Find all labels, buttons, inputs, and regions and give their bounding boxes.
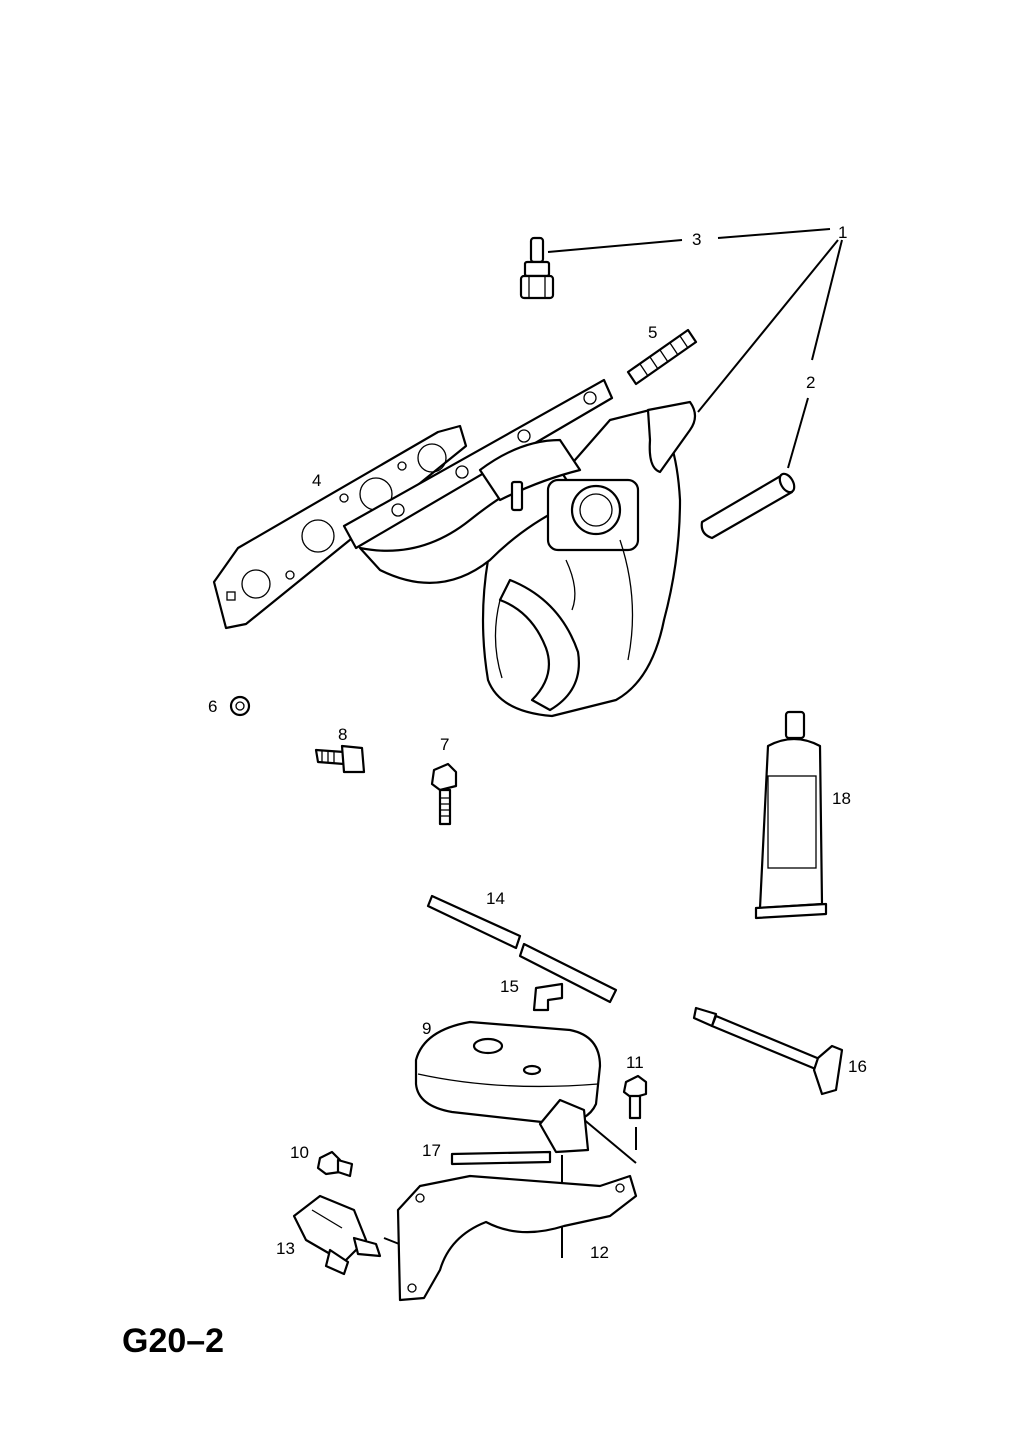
callout-9: 9 — [422, 1019, 431, 1038]
part-13-valve — [292, 1194, 382, 1276]
callout-5: 5 — [648, 323, 657, 342]
part-6-nut — [229, 695, 251, 717]
callout-labels: 1 2 3 4 5 6 7 8 9 10 11 12 13 14 15 16 1… — [208, 223, 867, 1262]
part-3-sensor — [519, 236, 555, 300]
callout-7: 7 — [440, 735, 449, 754]
callout-16: 16 — [848, 1057, 867, 1076]
callout-12: 12 — [590, 1243, 609, 1262]
part-11-bolt — [622, 1074, 648, 1120]
part-5-stud — [626, 328, 698, 386]
part-2-pipe — [700, 472, 796, 540]
part-16-hose — [692, 1006, 844, 1096]
callout-8: 8 — [338, 725, 347, 744]
callout-6: 6 — [208, 697, 217, 716]
callout-13: 13 — [276, 1239, 295, 1258]
callout-4: 4 — [312, 471, 321, 490]
part-15-elbow — [532, 982, 564, 1012]
callout-1: 1 — [838, 223, 847, 242]
part-10-bolt — [316, 1150, 354, 1178]
part-1-exhaust-manifold — [342, 378, 697, 718]
callout-11: 11 — [626, 1053, 644, 1072]
callout-15: 15 — [500, 977, 519, 996]
part-12-bracket — [396, 1174, 638, 1302]
part-18-sealant-tube — [754, 710, 828, 920]
callout-10: 10 — [290, 1143, 309, 1162]
callout-17: 17 — [422, 1141, 441, 1160]
callout-2: 2 — [806, 373, 815, 392]
diagram-code: G20–2 — [122, 1322, 225, 1360]
part-7-bolt — [430, 762, 458, 826]
callout-14: 14 — [486, 889, 505, 908]
callout-18: 18 — [832, 789, 851, 808]
part-8-bolt — [314, 744, 366, 774]
part-17-strip — [450, 1150, 552, 1166]
part-9-resonator — [414, 1020, 602, 1154]
part-14-hoses — [426, 894, 618, 1004]
callout-3: 3 — [692, 230, 701, 249]
part-4-gasket — [212, 424, 468, 630]
